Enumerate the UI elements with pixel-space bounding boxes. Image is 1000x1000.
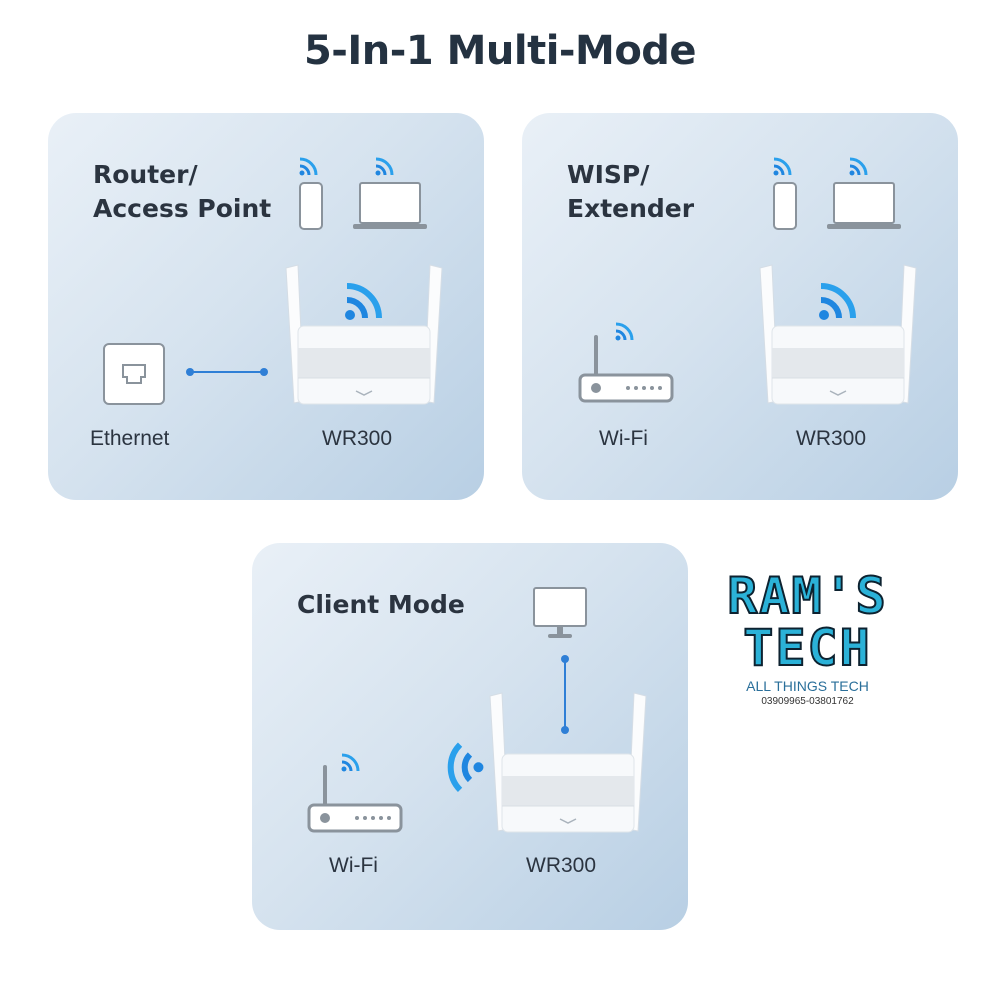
- wr300-label: WR300: [796, 427, 867, 450]
- wifi-icon: [772, 155, 794, 182]
- phone-icon: [299, 182, 323, 230]
- panel-wisp-extender: WISP/Extender Wi-Fi WR300: [522, 113, 958, 500]
- rams-tech-logo: RAM'S TECH ALL THINGS TECH 03909965-0380…: [700, 567, 915, 707]
- wifi-modem-icon: [578, 335, 674, 410]
- phone-icon: [773, 182, 797, 230]
- panel-title: WISP/Extender: [567, 160, 695, 223]
- wifi-signal-icon: [426, 733, 492, 799]
- panel-client-mode: Client Mode Wi-Fi WR300: [252, 543, 688, 930]
- wr300-label: WR300: [526, 854, 597, 877]
- ethernet-connection-line: [190, 371, 264, 373]
- wifi-modem-icon: [307, 765, 403, 840]
- laptop-icon: [827, 182, 901, 229]
- wr300-router-image: [758, 263, 918, 418]
- connection-dot: [260, 368, 268, 376]
- logo-line1: RAM'S: [726, 567, 888, 625]
- wifi-label: Wi-Fi: [329, 854, 378, 877]
- panel-title: Router/Access Point: [93, 160, 272, 223]
- ethernet-label: Ethernet: [90, 427, 170, 450]
- monitor-icon: [533, 587, 587, 638]
- logo-phone: 03909965-03801762: [761, 696, 854, 707]
- wifi-signal-icon: [343, 278, 387, 327]
- wifi-icon: [298, 155, 320, 182]
- logo-tagline: ALL THINGS TECH: [746, 678, 869, 694]
- wr300-label: WR300: [322, 427, 393, 450]
- laptop-icon: [353, 182, 427, 229]
- wr300-router-image: [284, 263, 444, 418]
- page-title: 5-In-1 Multi-Mode: [303, 28, 697, 74]
- wifi-icon: [614, 320, 636, 347]
- wifi-icon: [848, 155, 870, 182]
- ethernet-port-icon: [103, 343, 165, 405]
- wifi-icon: [340, 751, 362, 778]
- monitor-connection-line: [564, 659, 566, 729]
- connection-dot: [561, 726, 569, 734]
- wifi-icon: [374, 155, 396, 182]
- panel-title: Client Mode: [297, 590, 465, 619]
- logo-line2: TECH: [742, 619, 872, 677]
- wifi-label: Wi-Fi: [599, 427, 648, 450]
- panel-router-access-point: Router/Access Point Ethernet WR300: [48, 113, 484, 500]
- wifi-signal-icon: [817, 278, 861, 327]
- wr300-router-image: [488, 691, 648, 846]
